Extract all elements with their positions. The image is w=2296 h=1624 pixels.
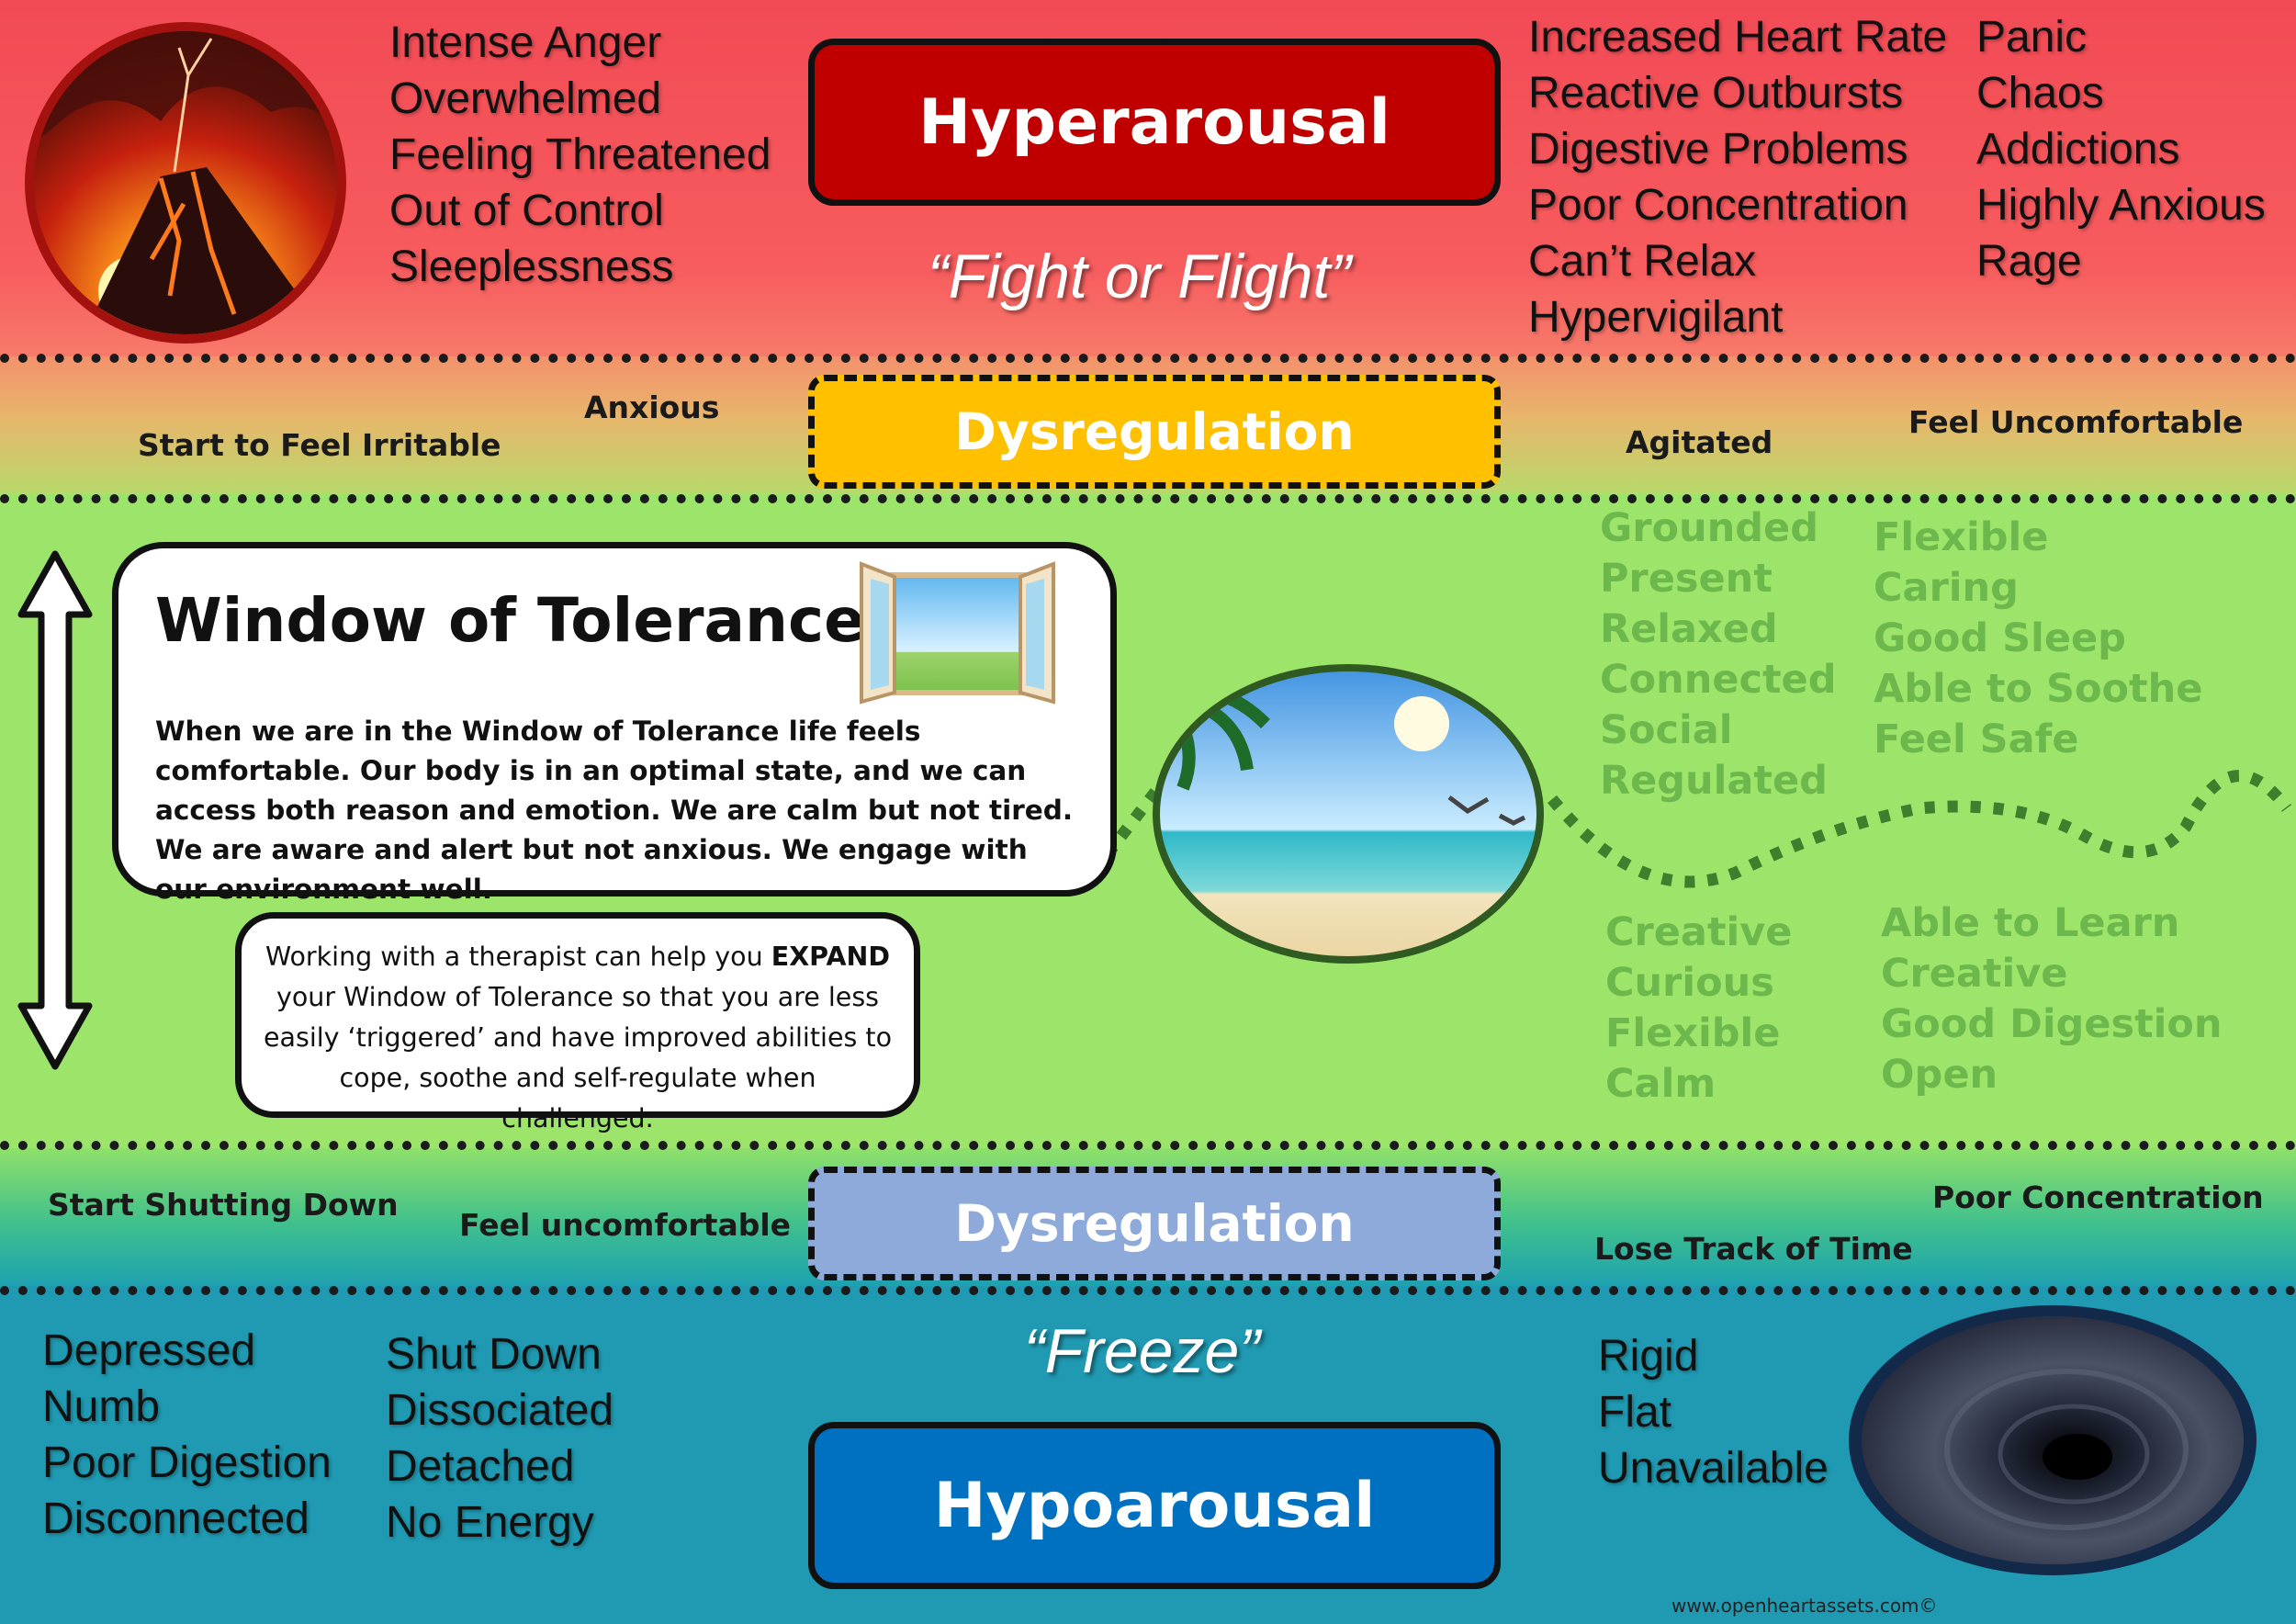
list-item: Curious	[1605, 960, 1774, 1006]
dysregulation-bottom-banner: Dysregulation	[808, 1167, 1501, 1280]
hyperarousal-feelings-list: Intense Anger Overwhelmed Feeling Threat…	[389, 15, 771, 295]
list-item: Feel Safe	[1874, 716, 2079, 762]
open-window-icon	[860, 561, 1055, 705]
list-item: Depressed	[42, 1326, 256, 1375]
dys-top-label-anxious: Anxious	[584, 389, 720, 425]
list-item: Flexible	[1874, 514, 2049, 560]
volcano-icon	[25, 22, 346, 344]
dys-bot-label-lose-track: Lose Track of Time	[1594, 1231, 1913, 1267]
window-traits-list-3: Creative Curious Flexible Calm	[1605, 908, 1792, 1110]
divider-line-1	[0, 354, 2296, 363]
list-item: Grounded	[1600, 505, 1818, 551]
list-item: Able to Soothe	[1874, 666, 2203, 712]
list-item: Highly Anxious	[1976, 181, 2266, 230]
hyperarousal-states-list: Panic Chaos Addictions Highly Anxious Ra…	[1976, 9, 2266, 289]
hyperarousal-symptoms-list: Increased Heart Rate Reactive Outbursts …	[1528, 9, 1947, 345]
freeze-label: “Freeze”	[1024, 1316, 1260, 1386]
tunnel-icon	[1849, 1305, 2257, 1575]
list-item: Out of Control	[389, 186, 664, 235]
beach-icon	[1153, 664, 1544, 964]
list-item: Social	[1600, 707, 1733, 753]
divider-line-3	[0, 1141, 2296, 1150]
therapist-note: Working with a therapist can help you EX…	[264, 942, 892, 1133]
window-title: Window of Tolerance	[155, 585, 865, 656]
hyperarousal-banner: Hyperarousal	[808, 39, 1501, 206]
hypoarousal-list-2: Shut Down Dissociated Detached No Energy	[386, 1326, 613, 1551]
list-item: Shut Down	[386, 1330, 602, 1379]
list-item: Flexible	[1605, 1010, 1781, 1056]
fight-or-flight-label: “Fight or Flight”	[928, 242, 1351, 311]
list-item: Caring	[1874, 565, 2019, 611]
list-item: Disconnected	[42, 1494, 310, 1543]
list-item: Dissociated	[386, 1386, 614, 1435]
list-item: Chaos	[1976, 69, 2104, 118]
list-item: Overwhelmed	[389, 74, 662, 123]
therapist-card: Working with a therapist can help you EX…	[235, 912, 920, 1133]
list-item: Regulated	[1600, 758, 1828, 804]
expand-arrow-icon	[17, 550, 93, 1070]
list-item: Addictions	[1976, 125, 2180, 174]
list-item: Poor Concentration	[1528, 181, 1908, 230]
list-item: Reactive Outbursts	[1528, 69, 1904, 118]
footer-credit: www.openheartassets.com©	[1671, 1595, 1938, 1617]
hypoarousal-banner: Hypoarousal	[808, 1422, 1501, 1589]
divider-line-4	[0, 1286, 2296, 1295]
list-item: Open	[1881, 1052, 1998, 1098]
list-item: Able to Learn	[1881, 900, 2180, 946]
hypoarousal-list-1: Depressed Numb Poor Digestion Disconnect…	[42, 1323, 332, 1547]
list-item: Detached	[386, 1442, 575, 1491]
list-item: Poor Digestion	[42, 1438, 332, 1487]
list-item: Increased Heart Rate	[1528, 13, 1948, 62]
list-item: Digestive Problems	[1528, 125, 1908, 174]
list-item: Relaxed	[1600, 606, 1778, 652]
dys-bot-label-shutting-down: Start Shutting Down	[48, 1187, 399, 1223]
dysregulation-top-banner: Dysregulation	[808, 375, 1501, 489]
list-item: Calm	[1605, 1061, 1716, 1107]
window-traits-list-1: Grounded Present Relaxed Connected Socia…	[1600, 503, 1836, 806]
dys-bot-label-uncomfortable: Feel uncomfortable	[459, 1207, 792, 1243]
hypoarousal-title: Hypoarousal	[933, 1469, 1376, 1542]
window-traits-list-2: Flexible Caring Good Sleep Able to Sooth…	[1874, 513, 2202, 765]
list-item: Can’t Relax	[1528, 237, 1757, 286]
list-item: Sleeplessness	[389, 242, 674, 291]
list-item: Hypervigilant	[1528, 293, 1784, 342]
list-item: Good Sleep	[1874, 615, 2126, 661]
list-item: Unavailable	[1598, 1444, 1829, 1493]
divider-line-2	[0, 494, 2296, 503]
list-item: Numb	[42, 1382, 161, 1431]
list-item: Rigid	[1598, 1332, 1699, 1381]
list-item: Present	[1600, 556, 1773, 602]
list-item: Feeling Threatened	[389, 130, 771, 179]
list-item: Panic	[1976, 13, 2088, 62]
hyperarousal-title: Hyperarousal	[918, 85, 1390, 159]
expand-emphasis: EXPAND	[771, 942, 891, 972]
list-item: Creative	[1881, 951, 2068, 997]
window-traits-list-4: Able to Learn Creative Good Digestion Op…	[1881, 898, 2223, 1100]
list-item: Flat	[1598, 1388, 1672, 1437]
list-item: Rage	[1976, 237, 2082, 286]
list-item: Intense Anger	[389, 18, 662, 67]
dys-top-label-irritable: Start to Feel Irritable	[138, 427, 501, 463]
list-item: No Energy	[386, 1498, 594, 1547]
dysregulation-top-title: Dysregulation	[954, 402, 1355, 461]
dys-top-label-agitated: Agitated	[1626, 424, 1773, 460]
hypoarousal-list-3: Rigid Flat Unavailable	[1598, 1328, 1829, 1496]
dys-top-label-uncomfortable: Feel Uncomfortable	[1908, 404, 2244, 440]
window-description: When we are in the Window of Tolerance l…	[155, 716, 1074, 905]
dys-bot-label-poor-concentration: Poor Concentration	[1932, 1179, 2264, 1215]
dysregulation-bottom-title: Dysregulation	[954, 1194, 1355, 1253]
list-item: Good Digestion	[1881, 1001, 2223, 1047]
list-item: Connected	[1600, 657, 1837, 703]
list-item: Creative	[1605, 909, 1793, 955]
